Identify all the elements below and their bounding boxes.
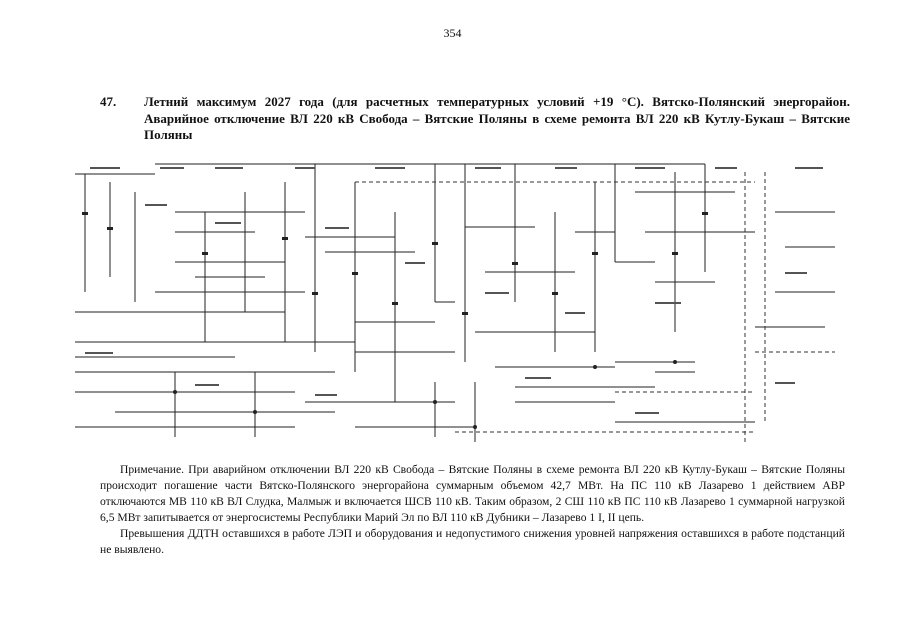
diagram-nodes	[82, 212, 708, 429]
diagram-lines	[75, 163, 835, 442]
power-flow-diagram	[55, 152, 850, 452]
power-flow-diagram-svg	[75, 163, 835, 442]
diagram-label-marks	[85, 167, 823, 414]
diagram-dashed-lines	[355, 172, 835, 442]
page-number: 354	[443, 26, 462, 40]
note-paragraph-1: Примечание. При аварийном отключении ВЛ …	[100, 463, 845, 524]
note-paragraph-2: Превышения ДДТН оставшихся в работе ЛЭП …	[100, 527, 845, 556]
section-number: 47.	[100, 94, 117, 109]
note: Примечание. При аварийном отключении ВЛ …	[100, 462, 845, 558]
section-heading: 47. Летний максимум 2027 года (для расче…	[100, 94, 850, 144]
section-title: Летний максимум 2027 года (для расчетных…	[144, 94, 850, 142]
